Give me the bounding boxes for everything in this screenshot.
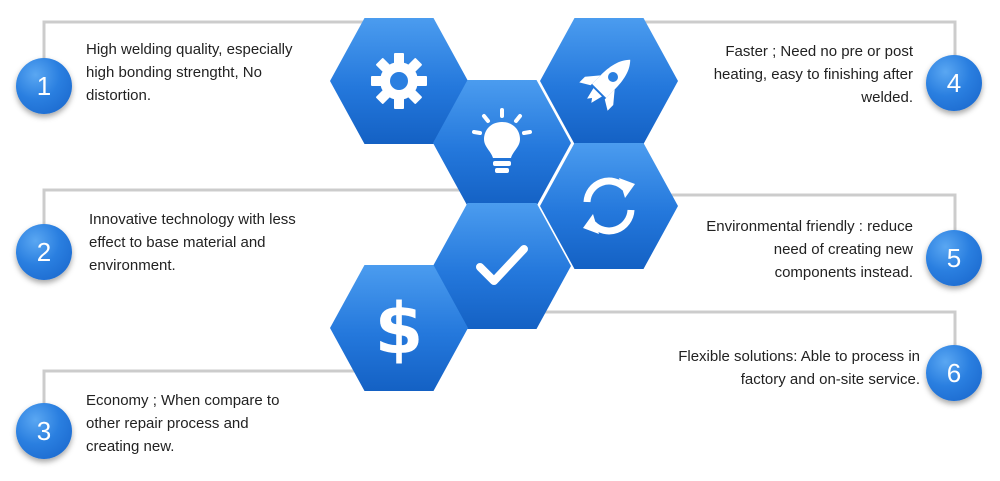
badge-5: 5: [926, 230, 982, 286]
feature-2-line-2: effect to base material and: [89, 234, 266, 251]
badge-4: 4: [926, 55, 982, 111]
rocket-hexagon: [540, 18, 678, 144]
dollar-hexagon: $: [330, 265, 468, 391]
gear-icon: [371, 53, 427, 109]
feature-5-text: Environmental friendly : reduce need of …: [706, 215, 913, 284]
badge-3: 3: [16, 403, 72, 459]
feature-6-line-2: factory and on-site service.: [740, 371, 920, 388]
dollar-icon: $: [375, 289, 424, 367]
checkmark-icon: [476, 245, 528, 285]
feature-3-line-2: other repair process and: [86, 415, 249, 432]
feature-1-text: High welding quality, especially high bo…: [86, 38, 293, 107]
feature-5-line-2: need of creating new: [773, 241, 913, 258]
feature-4-line-2: heating, easy to finishing after: [713, 66, 913, 83]
feature-1-line-2: high bonding strengtht, No: [86, 64, 262, 81]
feature-6-line-1: Flexible solutions: Able to process in: [678, 348, 920, 365]
svg-text:$: $: [375, 289, 424, 367]
feature-2-text: Innovative technology with less effect t…: [89, 208, 296, 277]
refresh-hexagon: [540, 143, 678, 269]
feature-1-line-3: distortion.: [86, 87, 152, 104]
feature-4-line-3: welded.: [861, 89, 913, 106]
feature-4-line-1: Faster ; Need no pre or post: [725, 43, 913, 60]
badge-2: 2: [16, 224, 72, 280]
feature-5-line-3: components instead.: [774, 264, 913, 281]
refresh-icon: [583, 177, 635, 235]
feature-6-text: Flexible solutions: Able to process in f…: [678, 345, 920, 391]
rocket-icon: [579, 59, 631, 111]
badge-1: 1: [16, 58, 72, 114]
feature-1-line-1: High welding quality, especially: [86, 41, 293, 58]
lightbulb-hexagon: [433, 80, 571, 206]
feature-5-line-1: Environmental friendly : reduce: [706, 218, 913, 235]
feature-3-text: Economy ; When compare to other repair p…: [86, 389, 279, 458]
lightbulb-icon: [472, 108, 532, 173]
feature-2-line-3: environment.: [89, 257, 176, 274]
badge-6: 6: [926, 345, 982, 401]
feature-4-text: Faster ; Need no pre or post heating, ea…: [714, 40, 913, 109]
feature-3-line-1: Economy ; When compare to: [86, 392, 280, 409]
feature-2-line-1: Innovative technology with less: [89, 211, 296, 228]
feature-3-line-3: creating new.: [86, 438, 175, 455]
